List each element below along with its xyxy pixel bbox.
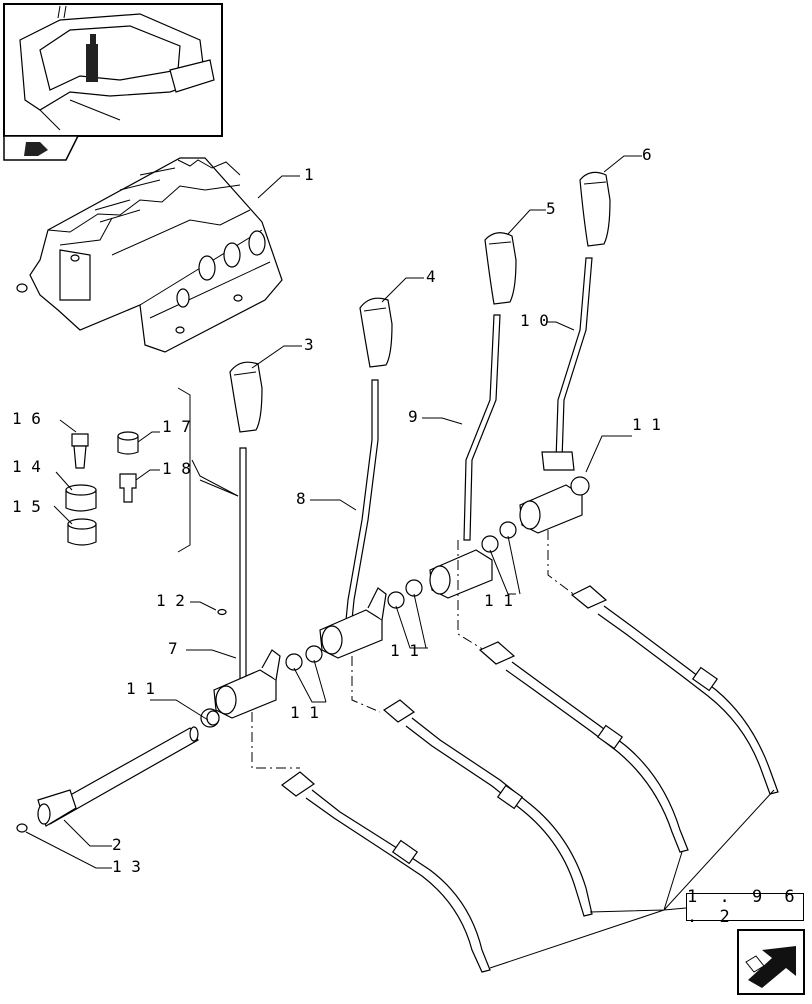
callout-8: 8 — [296, 489, 306, 508]
callout-15: 1 5 — [12, 497, 41, 516]
reference-box: 1 . 9 6 . 2 — [686, 887, 804, 927]
cable-2 — [382, 699, 593, 917]
callout-11-c: 1 1 — [290, 703, 319, 722]
callout-11-a: 1 1 — [484, 591, 513, 610]
knob-5 — [484, 232, 517, 305]
page-tab-icon — [3, 135, 80, 161]
lever-8 — [319, 379, 387, 659]
lever-10 — [519, 257, 593, 534]
callout-5: 5 — [546, 199, 556, 218]
next-page-arrow-icon[interactable] — [737, 929, 805, 995]
knob-6 — [579, 171, 611, 247]
callout-17: 1 7 — [162, 417, 191, 436]
dash-dot-lines — [251, 530, 577, 769]
shaft-part — [16, 726, 199, 833]
callout-11-d: 1 1 — [126, 679, 155, 698]
callout-13: 1 3 — [112, 857, 141, 876]
tractor-cab-thumbnail-icon[interactable] — [3, 3, 223, 137]
callout-3: 3 — [304, 335, 314, 354]
bracket-line — [177, 387, 191, 553]
callout-11-b: 1 1 — [390, 641, 419, 660]
gate-housing-part — [16, 157, 283, 353]
knob-4 — [359, 297, 393, 368]
reference-leaders — [489, 789, 775, 969]
callout-leaders — [25, 155, 642, 869]
callout-14: 1 4 — [12, 457, 41, 476]
cable-3 — [478, 641, 689, 853]
cable-1 — [281, 771, 491, 973]
bushing-parts — [200, 476, 590, 728]
reference-code: 1 . 9 6 . 2 — [687, 887, 801, 927]
callout-11-top: 1 1 — [632, 415, 661, 434]
callout-6: 6 — [642, 145, 652, 164]
callout-2: 2 — [112, 835, 122, 854]
small-parts — [65, 431, 227, 616]
callout-1: 1 — [304, 165, 314, 184]
callout-10: 1 0 — [520, 311, 549, 330]
lever-7 — [213, 447, 281, 719]
callout-12: 1 2 — [156, 591, 185, 610]
cable-4 — [570, 585, 779, 795]
knob-3 — [229, 361, 263, 433]
callout-9: 9 — [408, 407, 418, 426]
callout-18: 1 8 — [162, 459, 191, 478]
callout-labels: 1 2 3 4 5 6 7 8 9 1 0 1 1 1 1 1 1 1 1 1 … — [12, 145, 661, 876]
callout-16: 1 6 — [12, 409, 41, 428]
callout-7: 7 — [168, 639, 178, 658]
callout-4: 4 — [426, 267, 436, 286]
lever-9 — [429, 314, 501, 599]
